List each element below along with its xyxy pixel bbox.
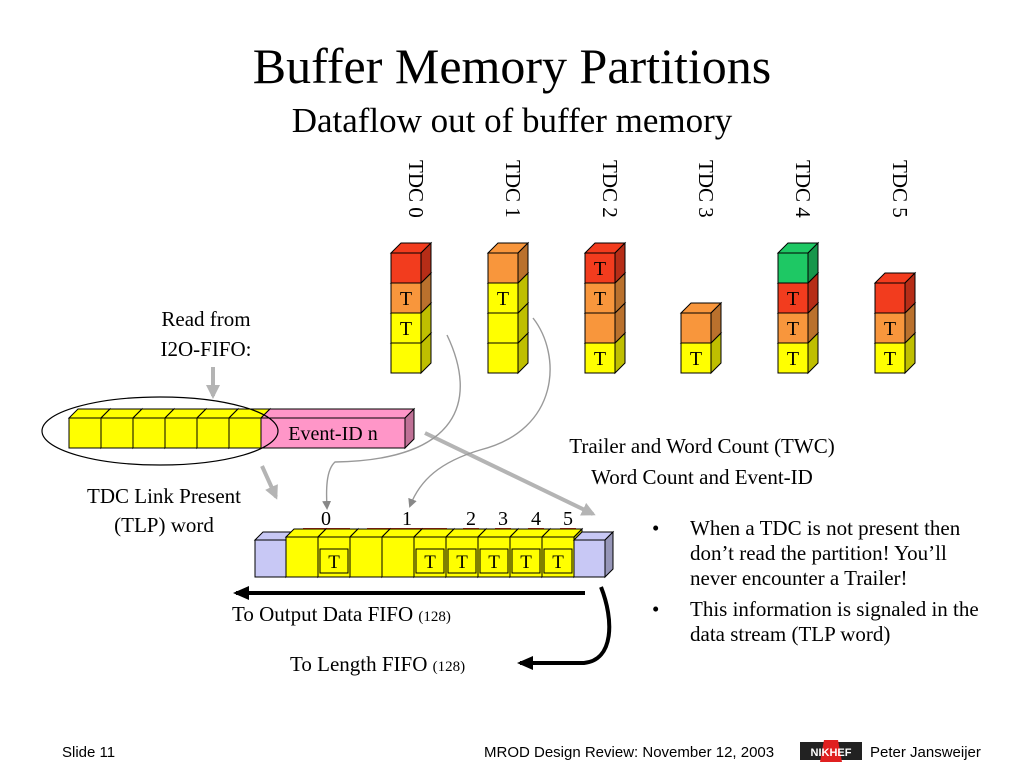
event-id-cell: Event-ID n [259,407,416,450]
tdc-column: TDC 3 T [679,160,723,375]
output-trailer-box: T [319,548,349,574]
slide-title: Buffer Memory Partitions [252,38,772,94]
logo-text: NIKHEF [811,747,852,759]
output-trailer-box: T [511,548,541,574]
index-label: 4 [531,508,541,530]
i2o-fifo: Event-ID n [67,407,416,450]
footer-slide-number: Slide 11 [62,744,116,761]
bullet-text: When a TDC is not present then don’t rea… [690,516,961,590]
bullet-item: • This information is signaled in the dat… [650,597,990,647]
trailer-marker: T [594,258,606,280]
twc-label-line1: Trailer and Word Count (TWC) [569,434,834,458]
bullet-item: • When a TDC is not present then don’t re… [650,516,990,591]
output-trailer-box: T [479,548,509,574]
tdc-column: TDC 0 TT [389,160,433,375]
to-length-arrow [517,586,612,670]
trailer-marker: T [787,288,799,310]
tlp-ellipse [41,396,279,466]
trailer-marker: T [456,552,468,573]
tdc-label: TDC 1 [501,160,525,218]
bullet-dot: • [652,516,660,540]
tdc-label: TDC 2 [598,160,622,218]
trailer-marker: T [328,552,340,573]
tdc-column: TDC 1 T [486,160,530,375]
trailer-marker: T [884,348,896,370]
tdc-label: TDC 4 [791,160,815,218]
trailer-marker: T [594,348,606,370]
trailer-marker: T [787,348,799,370]
tdc-cell: T [583,241,627,285]
tdc-label: TDC 3 [694,160,718,218]
slide-subtitle: Dataflow out of buffer memory [291,101,733,140]
to-length-label: To Length FIFO (128) [290,652,465,676]
trailer-marker: T [787,318,799,340]
trailer-marker: T [400,318,412,340]
tlp-arrow [260,465,278,500]
tlp-label-line2: (TLP) word [114,513,214,537]
trailer-marker: T [424,552,436,573]
nikhef-logo: NIKHEF [800,740,862,762]
trailer-marker: T [520,552,532,573]
tdc-column: TDC 5 TT [873,160,917,375]
trailer-marker: T [497,288,509,310]
footer-author: Peter Jansweijer [870,744,981,761]
output-trailer-box: T [447,548,477,574]
read-from-label: Read from [161,307,250,331]
output-cell [380,527,424,579]
tdc-cell [389,241,433,285]
tdc-cell [486,241,530,285]
index-label: 2 [466,508,476,530]
bullet-text: This information is signaled in the data… [690,597,979,646]
trailer-marker: T [884,318,896,340]
footer-center: MROD Design Review: November 12, 2003 [484,744,775,761]
trailer-marker: T [690,348,702,370]
index-label: 5 [563,508,573,530]
tdc-label: TDC 0 [404,160,428,218]
tdc-cell [873,271,917,315]
index-label: 1 [402,508,412,530]
trailer-marker: T [488,552,500,573]
output-trailer-box: T [543,548,573,574]
index-label: 3 [498,508,508,530]
tdc-label: TDC 5 [888,160,912,218]
to-output-label: To Output Data FIFO (128) [232,602,451,626]
twc-arrow [424,431,596,516]
tdc1-flow-arrow [408,317,551,508]
tdc0-flow-arrow [322,334,461,510]
output-trailer-box: T [415,548,445,574]
bullet-dot: • [652,597,660,621]
index-label: 0 [321,508,331,530]
twc-label-line2: Word Count and Event-ID [591,465,813,489]
bullet-list: • When a TDC is not present then don’t re… [650,516,990,653]
tlp-label-line1: TDC Link Present [87,484,241,508]
trailer-marker: T [594,288,606,310]
tdc-cell [679,301,723,345]
i2o-fifo-label: I2O-FIFO: [160,337,251,361]
output-cell [572,530,615,579]
trailer-marker: T [552,552,564,573]
tdc-cell [776,241,820,285]
trailer-marker: T [400,288,412,310]
event-id-label: Event-ID n [288,423,377,445]
